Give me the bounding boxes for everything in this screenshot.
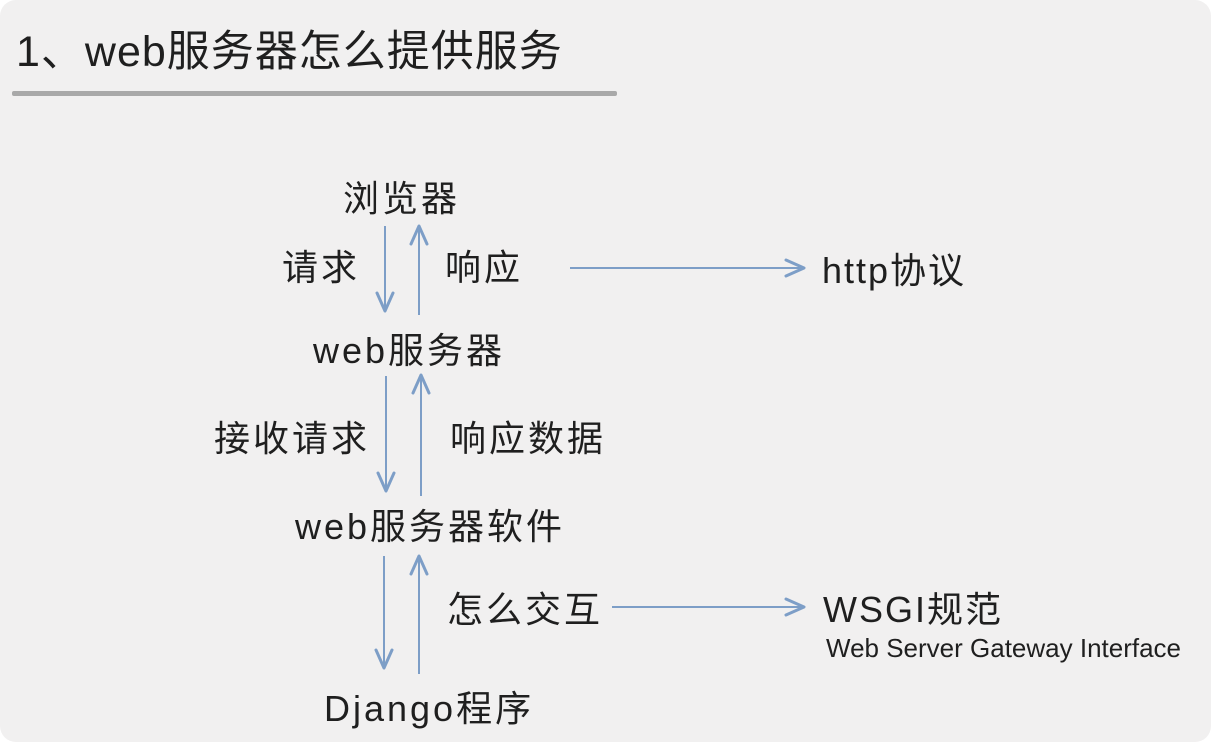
edge-label-response: 响应 (445, 247, 524, 288)
node-web-server-software: web服务器软件 (295, 506, 566, 547)
edge-label-request: 请求 (282, 247, 361, 288)
annotation-wsgi-subtitle: Web Server Gateway Interface (826, 633, 1182, 663)
edge-label-how-to-interact: 怎么交互 (447, 589, 604, 630)
annotation-wsgi-spec: WSGI规范 (823, 589, 1003, 630)
page-title: 1、web服务器怎么提供服务 (16, 28, 563, 76)
annotation-http-protocol: http协议 (822, 250, 967, 291)
title-underline (12, 91, 617, 96)
node-django-app: Django程序 (324, 688, 535, 729)
edge-label-response-data: 响应数据 (450, 418, 607, 459)
node-browser: 浏览器 (343, 178, 461, 219)
node-web-server: web服务器 (313, 330, 506, 371)
edge-label-receive-request: 接收请求 (214, 418, 371, 459)
